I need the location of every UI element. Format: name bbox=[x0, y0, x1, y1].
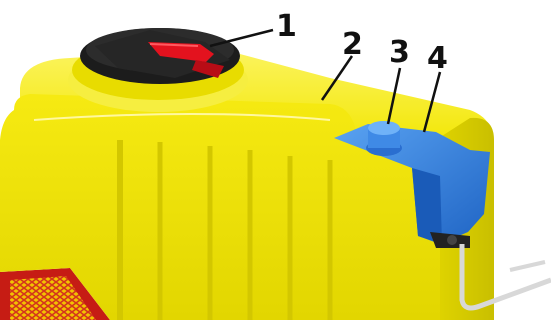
callout-1: 1 bbox=[276, 12, 297, 42]
filler-cap bbox=[68, 28, 248, 112]
small-cap bbox=[366, 121, 402, 156]
callout-4: 4 bbox=[427, 44, 448, 74]
callout-2: 2 bbox=[342, 30, 363, 60]
callout-3: 3 bbox=[389, 38, 410, 68]
